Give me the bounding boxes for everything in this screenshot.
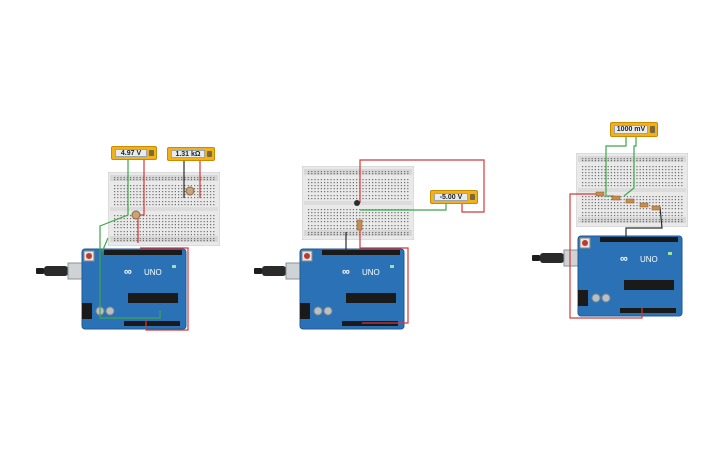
board-model-label: UNO [144, 268, 162, 277]
microcontroller-chip [624, 280, 674, 290]
reset-icon [86, 253, 92, 259]
arduino-uno-1[interactable]: ∞ UNO [36, 247, 188, 331]
infinity-logo-icon: ∞ [342, 266, 350, 278]
arduino-board [299, 248, 405, 330]
led-icon [668, 252, 672, 255]
power-jack [300, 303, 310, 319]
digital-header [600, 237, 678, 242]
voltmeter-1[interactable]: 4.97 V [111, 146, 157, 160]
capacitor-icon [591, 293, 601, 303]
reset-icon [582, 240, 588, 246]
usb-cable [44, 266, 68, 276]
breadboard-1[interactable] [108, 172, 220, 246]
usb-port [67, 262, 83, 280]
microcontroller-chip [346, 293, 396, 303]
arduino-uno-2[interactable]: ∞ UNO [254, 247, 406, 331]
analog-header [342, 321, 398, 326]
meter-dial-icon [650, 126, 655, 133]
voltmeter-2[interactable]: -5.00 V [430, 190, 478, 204]
breadboard-2[interactable] [302, 166, 414, 240]
usb-cable [540, 253, 564, 263]
arduino-board [577, 235, 683, 317]
infinity-logo-icon: ∞ [620, 253, 628, 265]
usb-plug-icon [532, 255, 540, 261]
capacitor-icon [323, 306, 333, 316]
usb-cable [262, 266, 286, 276]
meter-dial-icon [149, 150, 154, 156]
breadboard-3[interactable] [576, 153, 688, 227]
meter-dial-icon [207, 151, 212, 157]
board-model-label: UNO [640, 255, 658, 264]
led-icon [390, 265, 394, 268]
arduino-uno-3[interactable]: ∞ UNO [532, 234, 684, 318]
meter-display: 4.97 V [115, 149, 147, 157]
reset-icon [304, 253, 310, 259]
meter-dial-icon [470, 194, 475, 200]
meter-display: 1000 mV [614, 125, 648, 134]
usb-plug-icon [36, 268, 44, 274]
usb-port [285, 262, 301, 280]
microcontroller-chip [128, 293, 178, 303]
digital-header [104, 250, 182, 255]
analog-header [124, 321, 180, 326]
usb-port [563, 249, 579, 267]
digital-header [322, 250, 400, 255]
ohmmeter-1[interactable]: 1.31 kΩ [167, 147, 215, 161]
capacitor-icon [95, 306, 105, 316]
arduino-board [81, 248, 187, 330]
usb-plug-icon [254, 268, 262, 274]
voltmeter-3[interactable]: 1000 mV [610, 122, 658, 137]
infinity-logo-icon: ∞ [124, 266, 132, 278]
led-icon [172, 265, 176, 268]
power-jack [578, 290, 588, 306]
meter-display: -5.00 V [434, 193, 468, 201]
meter-display: 1.31 kΩ [171, 150, 205, 158]
capacitor-icon [601, 293, 611, 303]
board-model-label: UNO [362, 268, 380, 277]
capacitor-icon [105, 306, 115, 316]
power-jack [82, 303, 92, 319]
capacitor-icon [313, 306, 323, 316]
analog-header [620, 308, 676, 313]
